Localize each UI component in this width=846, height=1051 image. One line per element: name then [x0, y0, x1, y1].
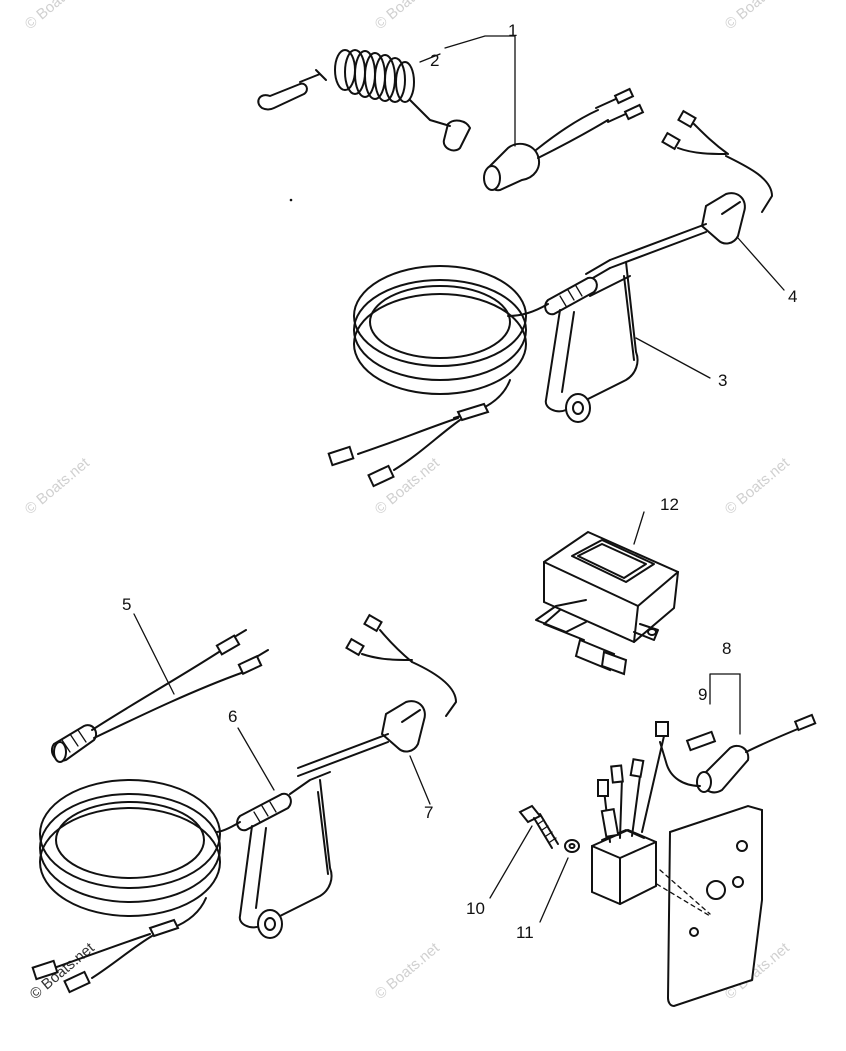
callout-8: 8 [722, 639, 731, 658]
pigtail-lead [50, 629, 269, 763]
callout-2: 2 [430, 51, 439, 70]
callout-1: 1 [508, 21, 517, 40]
lanyard-coil [334, 49, 415, 103]
kill-switch-lanyard-assembly [257, 49, 645, 192]
watermark-5: © Boats.net [372, 454, 444, 518]
callout-7: 7 [424, 803, 433, 822]
watermark-3: © Boats.net [722, 0, 794, 33]
harness-coil-lower [39, 779, 221, 917]
cdi-unit [535, 530, 680, 676]
callout-4: 4 [788, 287, 797, 306]
callout-9: 9 [698, 685, 707, 704]
watermark-4: © Boats.net [22, 454, 94, 518]
watermark-6: © Boats.net [722, 454, 794, 518]
lower-harness-assembly [31, 613, 457, 994]
watermark-7: © Boats.net [372, 939, 444, 1003]
callout-11: 11 [516, 923, 534, 942]
fuse-holder-assembly [655, 713, 817, 794]
callout-12: 12 [660, 495, 679, 514]
callout-10: 10 [466, 899, 485, 918]
rectifier-regulator-assembly [518, 735, 763, 1008]
callout-5: 5 [122, 595, 131, 614]
callout-3: 3 [718, 371, 727, 390]
harness-coil-upper [353, 265, 527, 395]
upper-harness-assembly [327, 109, 773, 488]
callout-6: 6 [228, 707, 237, 726]
watermark-2: © Boats.net [372, 0, 444, 33]
watermark-1: © Boats.net [22, 0, 94, 33]
